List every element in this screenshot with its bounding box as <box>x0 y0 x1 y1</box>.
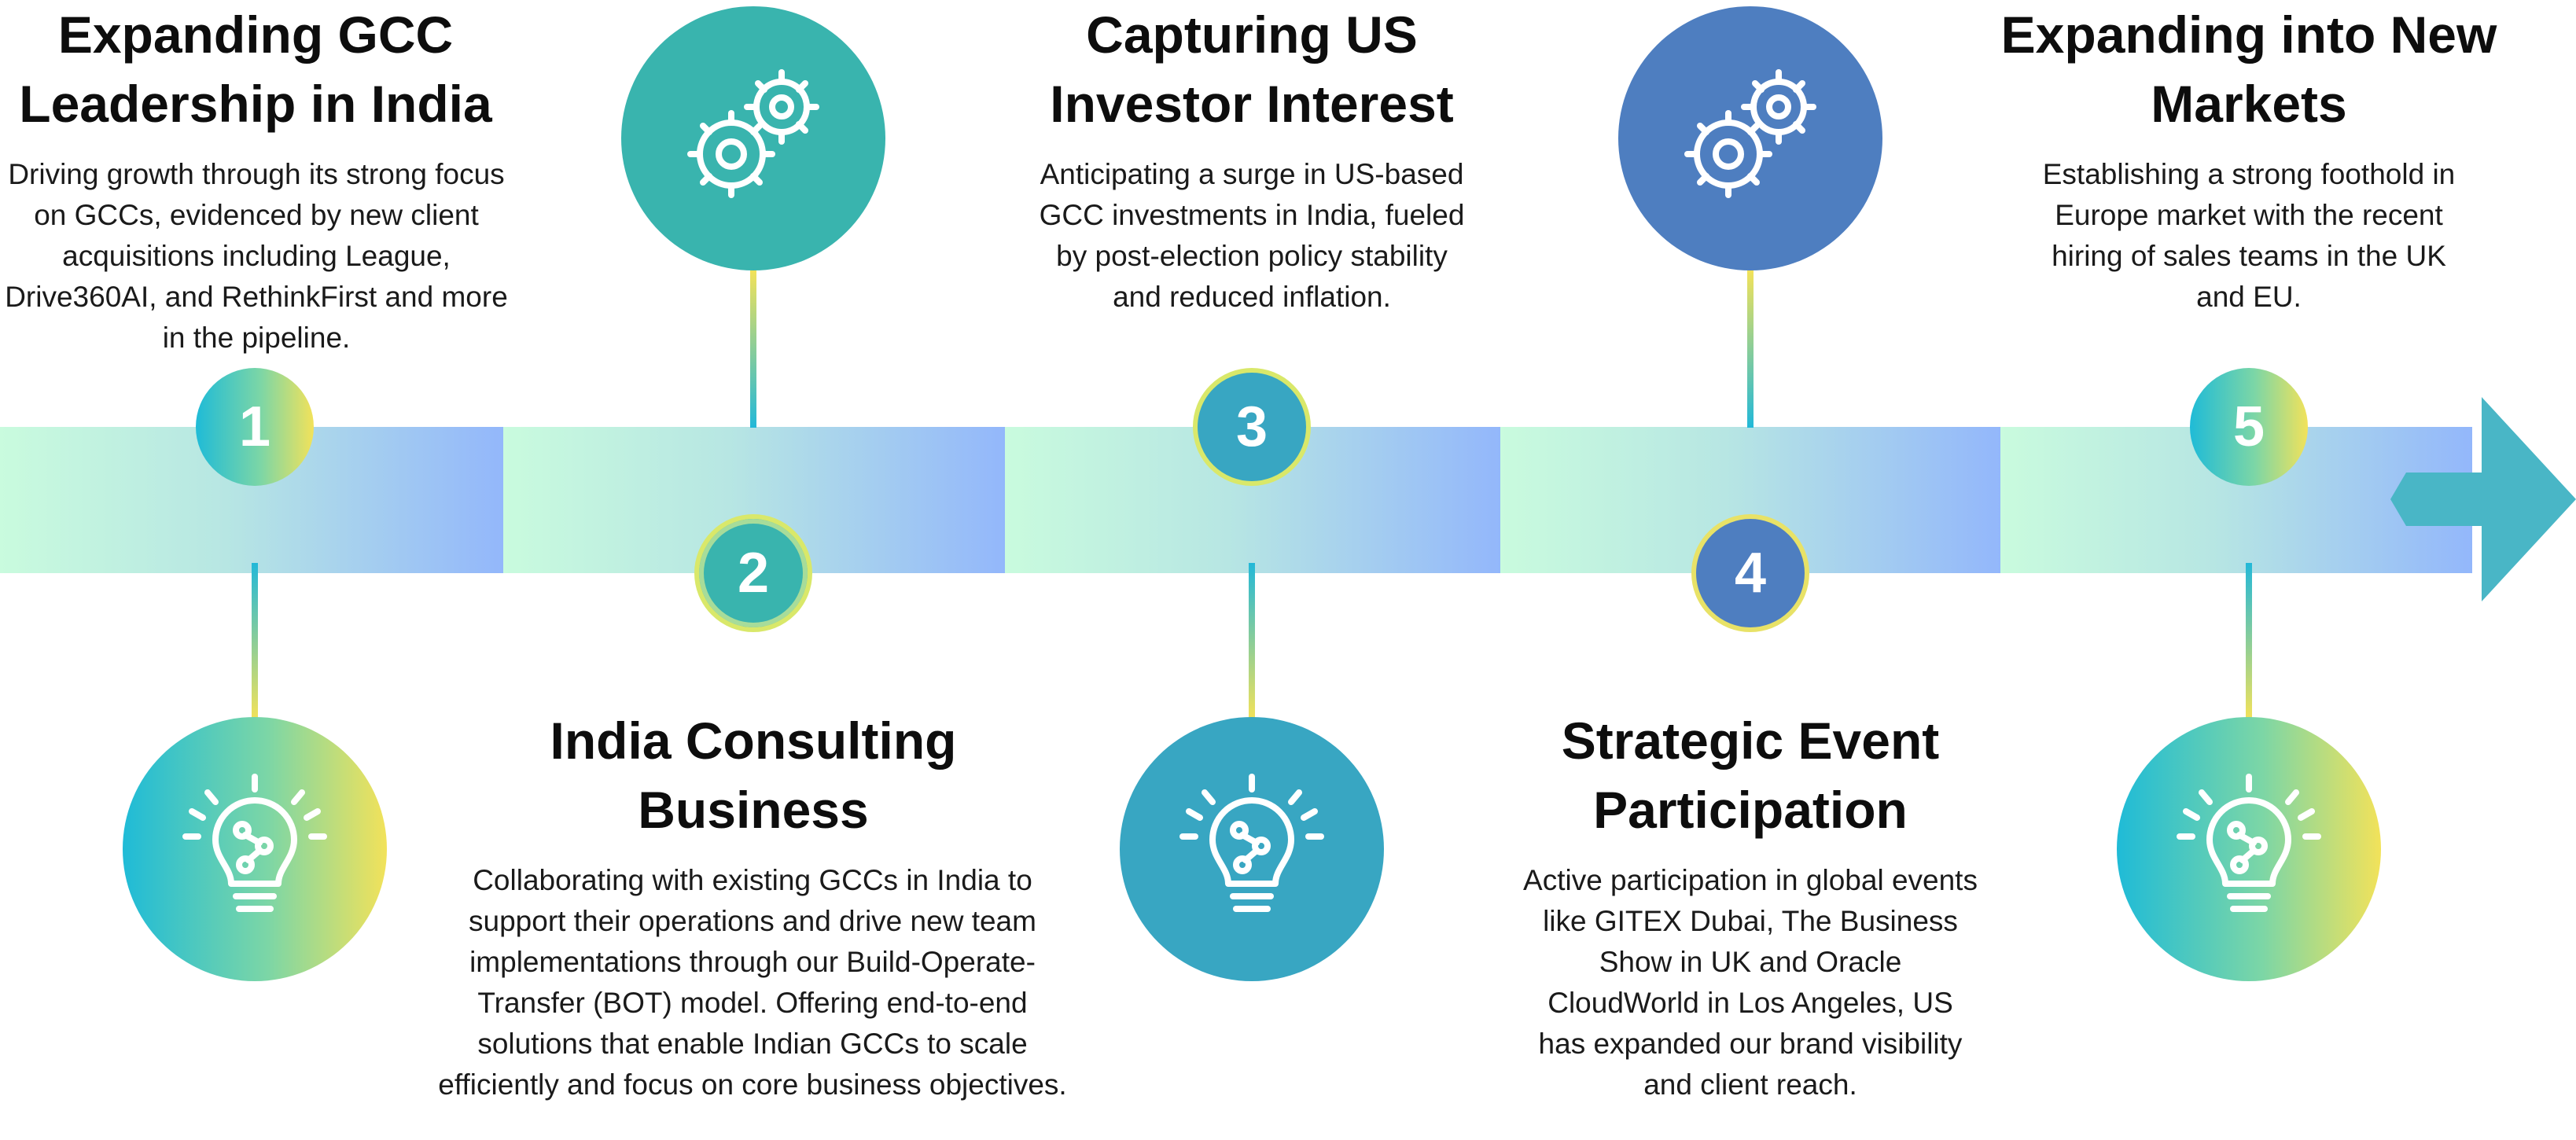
milestone-5-title-line-2: Markets <box>2151 75 2347 133</box>
icon-circle-1 <box>123 717 387 981</box>
milestone-4-description: Active participation in global events li… <box>1523 864 1978 1101</box>
milestone-5-description: Establishing a strong foothold in Europe… <box>2042 158 2456 313</box>
gears-icon <box>1684 69 1816 198</box>
connector-3 <box>1249 563 1255 719</box>
milestone-2-title-line-2: Business <box>638 781 869 839</box>
icon-circle-3 <box>1120 717 1384 981</box>
connector-4 <box>1747 270 1754 428</box>
milestone-3-title-line-1: Capturing US <box>1086 6 1418 64</box>
milestone-4-title-line-2: Participation <box>1593 781 1908 839</box>
milestone-4-title: Strategic Event Participation <box>1499 706 2002 844</box>
milestone-2-title-line-1: India Consulting <box>550 712 957 770</box>
milestone-3-title: Capturing US Investor Interest <box>1000 0 1503 138</box>
milestone-1-title-line-1: Expanding GCC <box>57 6 454 64</box>
icon-circle-4 <box>1618 6 1882 270</box>
lightbulb-icon <box>2177 774 2321 912</box>
connector-1 <box>252 563 258 719</box>
milestone-number-2: 2 <box>694 514 812 632</box>
milestone-number-5: 5 <box>2190 368 2308 486</box>
milestone-3-description: Anticipating a surge in US-based GCC inv… <box>1039 158 1465 313</box>
milestone-1-title-line-2: Leadership in India <box>19 75 492 133</box>
milestone-1-description: Driving growth through its strong focus … <box>5 158 508 354</box>
lightbulb-icon <box>1179 774 1324 912</box>
gears-icon <box>687 69 819 198</box>
milestone-4-title-line-1: Strategic Event <box>1561 712 1940 770</box>
milestone-1-title: Expanding GCC Leadership in India <box>0 0 511 138</box>
milestone-number-1: 1 <box>196 368 314 486</box>
connector-2 <box>750 270 756 428</box>
milestone-number-3: 3 <box>1193 368 1311 486</box>
milestone-3-title-line-2: Investor Interest <box>1050 75 1454 133</box>
lightbulb-icon <box>182 774 327 912</box>
icon-circle-2 <box>621 6 885 270</box>
milestone-5-title: Expanding into New Markets <box>1982 0 2516 138</box>
milestone-2-title: India Consulting Business <box>502 706 1005 844</box>
milestone-2-description: Collaborating with existing GCCs in Indi… <box>438 864 1067 1101</box>
connector-5 <box>2246 563 2252 719</box>
milestone-number-4: 4 <box>1691 514 1809 632</box>
icon-circle-5 <box>2117 717 2381 981</box>
timeline-arrow-icon <box>2390 397 2576 601</box>
milestone-5-title-line-1: Expanding into New <box>2000 6 2497 64</box>
